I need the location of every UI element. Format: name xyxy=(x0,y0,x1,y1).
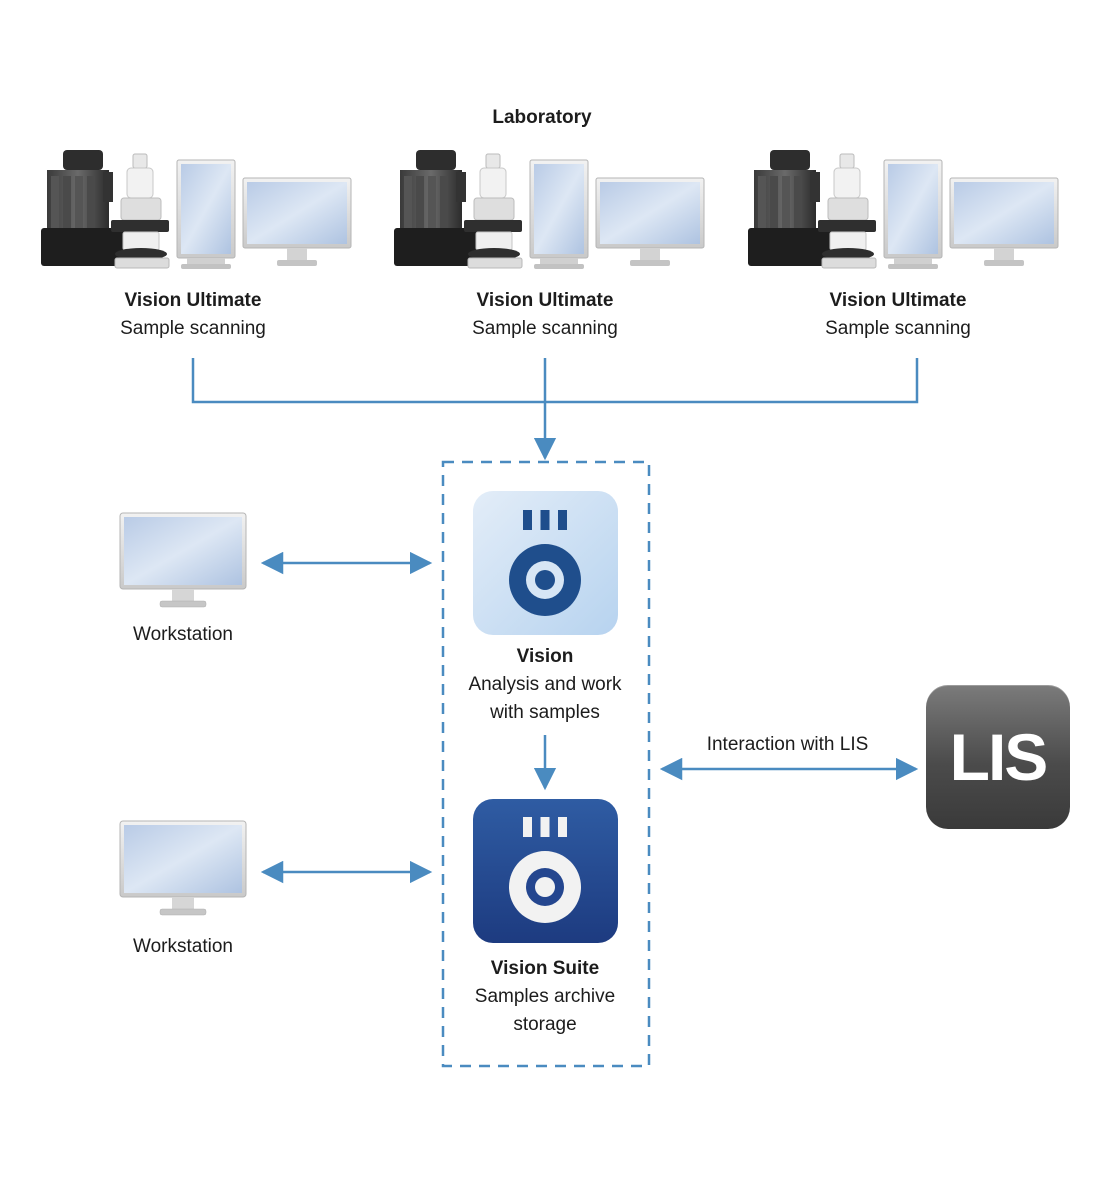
workstation-1-monitor-icon xyxy=(119,512,247,608)
suite-label: Vision Suite Samples archive storage xyxy=(445,955,645,1039)
scanner-2-role: Sample scanning xyxy=(472,318,618,339)
laboratory-title: Laboratory xyxy=(492,107,592,128)
lis-interaction-label: Interaction with LIS xyxy=(706,734,869,755)
lis-tile-icon[interactable]: LIS xyxy=(926,685,1070,829)
workstation-1-name: Workstation xyxy=(133,624,233,645)
scanner-2-label: Vision Ultimate Sample scanning xyxy=(445,287,645,343)
workstation-1-label: Workstation xyxy=(83,621,283,649)
scanner-2-icon xyxy=(393,149,705,270)
workstation-2-name: Workstation xyxy=(133,936,233,957)
vision-suite-app-icon[interactable] xyxy=(473,799,618,943)
vision-app-icon[interactable] xyxy=(473,491,618,635)
scanner-3-name: Vision Ultimate xyxy=(829,290,967,311)
suite-desc-line1: Samples archive xyxy=(474,986,616,1007)
vision-label: Vision Analysis and work with samples xyxy=(445,643,645,727)
server-boundary xyxy=(441,460,651,1068)
scanner-1-role: Sample scanning xyxy=(120,318,266,339)
suite-desc-line2: storage xyxy=(513,1014,577,1035)
workstation-2-monitor-icon xyxy=(119,820,247,916)
scanner-3-icon xyxy=(747,149,1059,270)
scanner-3-label: Vision Ultimate Sample scanning xyxy=(798,287,998,343)
workstation-2-label: Workstation xyxy=(83,933,283,961)
scanner-2-name: Vision Ultimate xyxy=(476,290,614,311)
suite-name: Vision Suite xyxy=(490,958,600,979)
vision-name: Vision xyxy=(516,646,574,667)
scanner-1-icon xyxy=(40,149,352,270)
scanner-connector xyxy=(191,358,919,461)
scanner-1-name: Vision Ultimate xyxy=(124,290,262,311)
vision-desc-line1: Analysis and work xyxy=(468,674,622,695)
scanner-1-label: Vision Ultimate Sample scanning xyxy=(93,287,293,343)
vision-desc-line2: with samples xyxy=(490,702,600,723)
scanner-3-role: Sample scanning xyxy=(825,318,971,339)
lis-badge-text: LIS xyxy=(949,720,1049,794)
